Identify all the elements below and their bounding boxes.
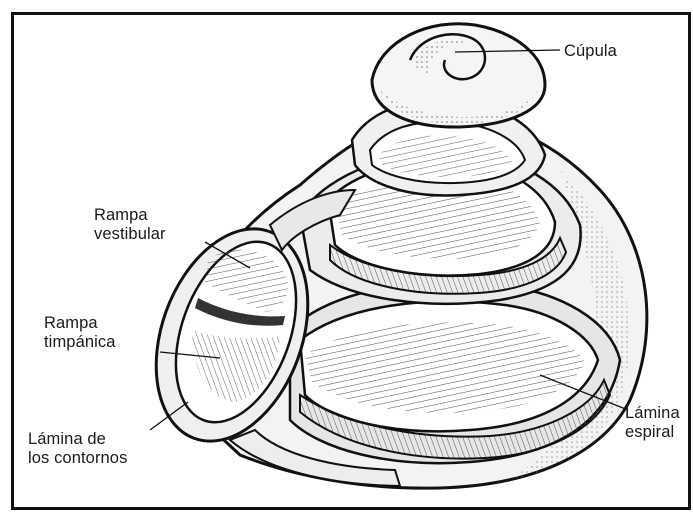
label-rampa-vestibular: Rampa vestibular <box>94 206 166 244</box>
label-rampa-timpanica-line1: Rampa <box>44 314 116 333</box>
label-cupula-text: Cúpula <box>564 42 617 61</box>
label-lamina-espiral: Lámina espiral <box>625 404 680 442</box>
label-lamina-contornos-line1: Lámina de <box>28 430 127 449</box>
label-cupula: Cúpula <box>564 42 617 61</box>
label-rampa-vestibular-line2: vestibular <box>94 225 166 244</box>
label-lamina-espiral-line2: espiral <box>625 423 680 442</box>
label-lamina-espiral-line1: Lámina <box>625 404 680 423</box>
label-lamina-contornos-line2: los contornos <box>28 449 127 468</box>
label-lamina-contornos: Lámina de los contornos <box>28 430 127 468</box>
label-rampa-timpanica-line2: timpánica <box>44 333 116 352</box>
label-rampa-timpanica: Rampa timpánica <box>44 314 116 352</box>
label-rampa-vestibular-line1: Rampa <box>94 206 166 225</box>
